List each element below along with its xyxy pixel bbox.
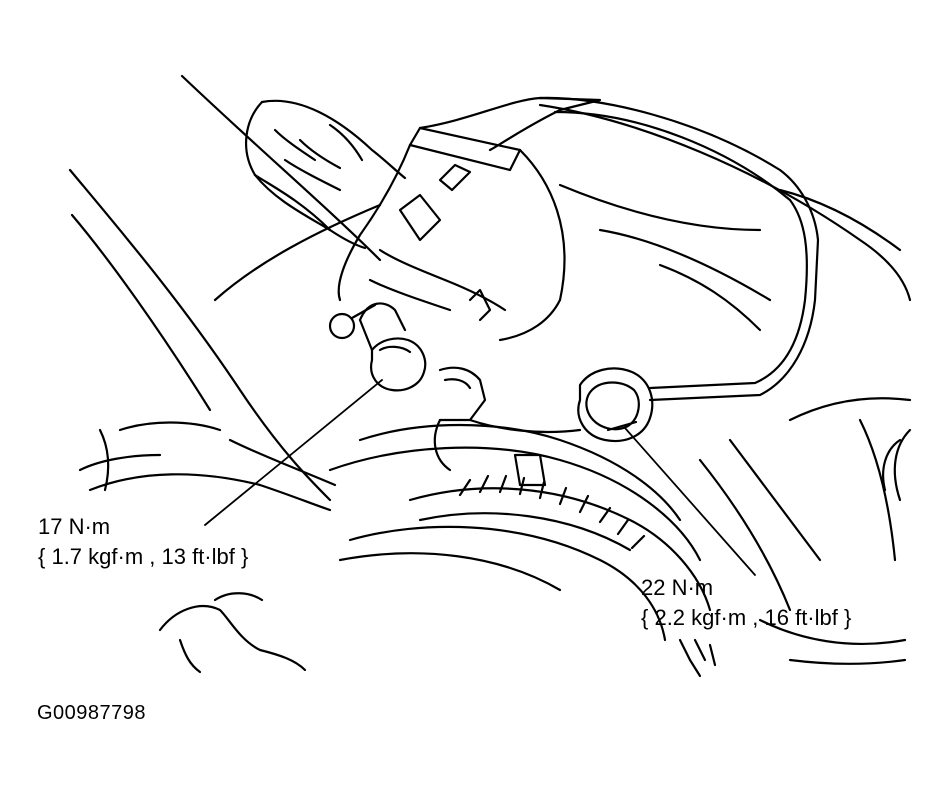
rotor-and-sensor-body [328,366,712,642]
housing-outline [68,74,912,502]
leader-line-22nm [624,427,756,576]
torque-equivalents-22nm: { 2.2 kgf·m , 16 ft·lbf } [641,605,852,630]
figure-id: G00987798 [37,702,147,724]
leader-lines [204,379,756,576]
torque-callout-right: 22 N·m { 2.2 kgf·m , 16 ft·lbf } [641,573,851,633]
harness-bracket [337,96,820,402]
wire-harness [244,99,407,250]
bolt-22nm [577,367,654,443]
leader-line-17nm [204,379,383,526]
torque-value-22nm: 22 N·m [641,575,714,600]
torque-equivalents-17nm: { 1.7 kgf·m , 13 ft·lbf } [38,544,249,569]
bolt-17nm [358,302,427,392]
torque-value-17nm: 17 N·m [38,514,111,539]
sensor-tab [328,303,377,340]
torque-callout-left: 17 N·m { 1.7 kgf·m , 13 ft·lbf } [38,512,248,572]
